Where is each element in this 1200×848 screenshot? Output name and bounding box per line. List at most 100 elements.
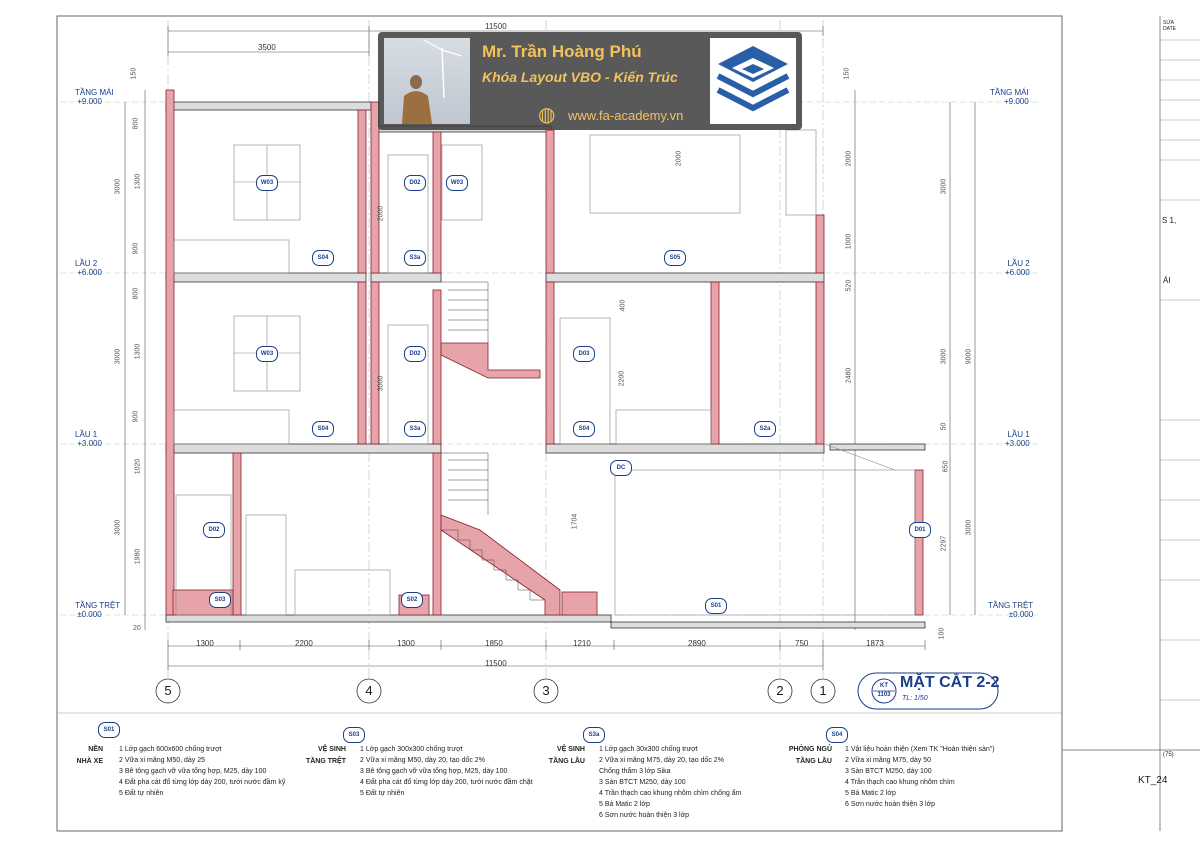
level-label-l2-left: LẦU 2 +6.000 [75, 259, 102, 277]
window-tag: W03 [446, 175, 468, 191]
dim-left: 3000 [114, 519, 122, 536]
legend-item: 2 Vữa xi măng M75, dày 50 [845, 757, 932, 764]
door-tag: D01 [909, 522, 931, 538]
legend-item: 5 Đất tự nhiên [360, 790, 405, 797]
dim-inner: 2000 [675, 150, 683, 167]
floor-tag: S02 [401, 592, 423, 608]
dim-right: 50 [940, 422, 948, 431]
dim-inner: 3000 [377, 375, 385, 392]
legend-item: 4 Đất pha cát đổ từng lớp dày 200, tưới … [360, 779, 533, 786]
titleblock-fragment: (75) [1163, 752, 1174, 758]
dim-right: 650 [942, 460, 950, 473]
window-tag: W03 [256, 175, 278, 191]
dim-right: 2480 [845, 367, 853, 384]
level-label-l1-right: LẦU 1+3.000 [1005, 430, 1030, 448]
floor-tag: S04 [312, 250, 334, 266]
dim-right: 520 [845, 279, 853, 292]
legend-item: 4 Trần thạch cao khung nhôm chìm chống ẩ… [599, 790, 742, 797]
section-scale: TL: 1/50 [902, 695, 928, 702]
floor-tag: S05 [664, 250, 686, 266]
dim-left: 3000 [114, 348, 122, 365]
level-label-roof-right: TẦNG MÁI+9.000 [990, 88, 1029, 106]
legend-item: 1 Lớp gạch 30x300 chống trượt [599, 746, 698, 753]
website-link[interactable]: www.fa-academy.vn [568, 108, 684, 123]
dim-right: 2297 [940, 535, 948, 552]
axis-label: 5 [164, 683, 172, 698]
dim-left: 1300 [134, 173, 142, 190]
level-label-l2-right: LẦU 2+6.000 [1005, 259, 1030, 277]
window-tag: W03 [256, 346, 278, 362]
dim-top-overall: 11500 [485, 22, 507, 31]
legend-item: 5 Bả Matic 2 lớp [845, 790, 896, 797]
dim-right: 150 [843, 67, 851, 80]
floor-tag: S03 [209, 592, 231, 608]
legend-item: 3 Bê tông gạch vỡ vữa tổng hợp, M25, dày… [119, 768, 267, 775]
axis-label: 1 [819, 683, 827, 698]
legend-item: 3 Sàn BTCT M250, dày 100 [599, 779, 686, 786]
legend-item: Chống thấm 3 lớp Sika [599, 768, 671, 775]
dim-bottom: 2890 [688, 639, 706, 648]
dim-right: 3000 [940, 348, 948, 365]
dim-bottom: 1210 [573, 639, 591, 648]
dim-bottom: 750 [795, 639, 809, 648]
floor-tag: S3a [404, 421, 426, 437]
axis-label: 3 [542, 683, 550, 698]
floor-tag: S04 [312, 421, 334, 437]
dim-bottom-total: 11500 [485, 659, 507, 668]
section-title: MẶT CẮT 2-2 [900, 674, 1000, 691]
dim-left: 1980 [134, 548, 142, 565]
legend-item: 1 Lớp gạch 300x300 chống trượt [360, 746, 463, 753]
titleblock-fragment: ÁI [1163, 276, 1171, 285]
legend-item: 5 Đất tự nhiên [119, 790, 164, 797]
axis-label: 4 [365, 683, 373, 698]
legend-tag: S01 [98, 722, 120, 738]
door-tag: D02 [203, 522, 225, 538]
dim-left: 20 [133, 625, 141, 632]
course-name: Khóa Layout VBO - Kiến Trúc [482, 69, 678, 85]
legend-item: 4 Đất pha cát đổ từng lớp dày 200, tưới … [119, 779, 286, 786]
dim-right: 9000 [965, 348, 973, 365]
axis-label: 2 [776, 683, 784, 698]
dim-inner: 2200 [618, 370, 626, 387]
dim-inner: 400 [619, 299, 627, 312]
dim-left: 150 [130, 67, 138, 80]
dim-right: 2000 [845, 150, 853, 167]
legend-item: 2 Vữa xi măng M50, dày 25 [119, 757, 206, 764]
dim-left: 800 [132, 117, 140, 130]
dim-bottom: 2200 [295, 639, 313, 648]
floor-tag: S01 [705, 598, 727, 614]
floor-tag: S04 [573, 421, 595, 437]
dim-right: 100 [938, 627, 946, 640]
legend-tag: S03 [343, 727, 365, 743]
dim-left: 1300 [134, 343, 142, 360]
legend-item: 2 Vữa xi măng M50, dày 20, tạo dốc 2% [360, 757, 485, 764]
level-label-ground-right: TẦNG TRỆT±0.000 [988, 601, 1034, 619]
legend-item: 3 Bê tông gạch vỡ vữa tổng hợp, M25, dày… [360, 768, 508, 775]
level-label-roof-left: TẦNG MÁI +9.000 [75, 88, 114, 106]
level-label-l1-left: LẦU 1 +3.000 [75, 430, 102, 448]
dim-bottom: 1300 [196, 639, 214, 648]
floor-tag: S3a [404, 250, 426, 266]
door-tag: D02 [404, 346, 426, 362]
legend-item: 2 Vữa xi măng M75, dày 20, tạo dốc 2% [599, 757, 724, 764]
legend-tag: S3a [583, 727, 605, 743]
dim-right: 3000 [940, 178, 948, 195]
legend-item: 5 Bả Matic 2 lớp [599, 801, 650, 808]
dim-inner: 1704 [571, 513, 579, 530]
titleblock-fragment: S 1, [1162, 216, 1177, 225]
dim-bottom: 1300 [397, 639, 415, 648]
legend-item: 1 Lớp gạch 600x600 chống trượt [119, 746, 222, 753]
titleblock-rev: SỬA DATE [1163, 20, 1176, 32]
dim-left: 800 [132, 287, 140, 300]
dim-left: 3000 [114, 178, 122, 195]
